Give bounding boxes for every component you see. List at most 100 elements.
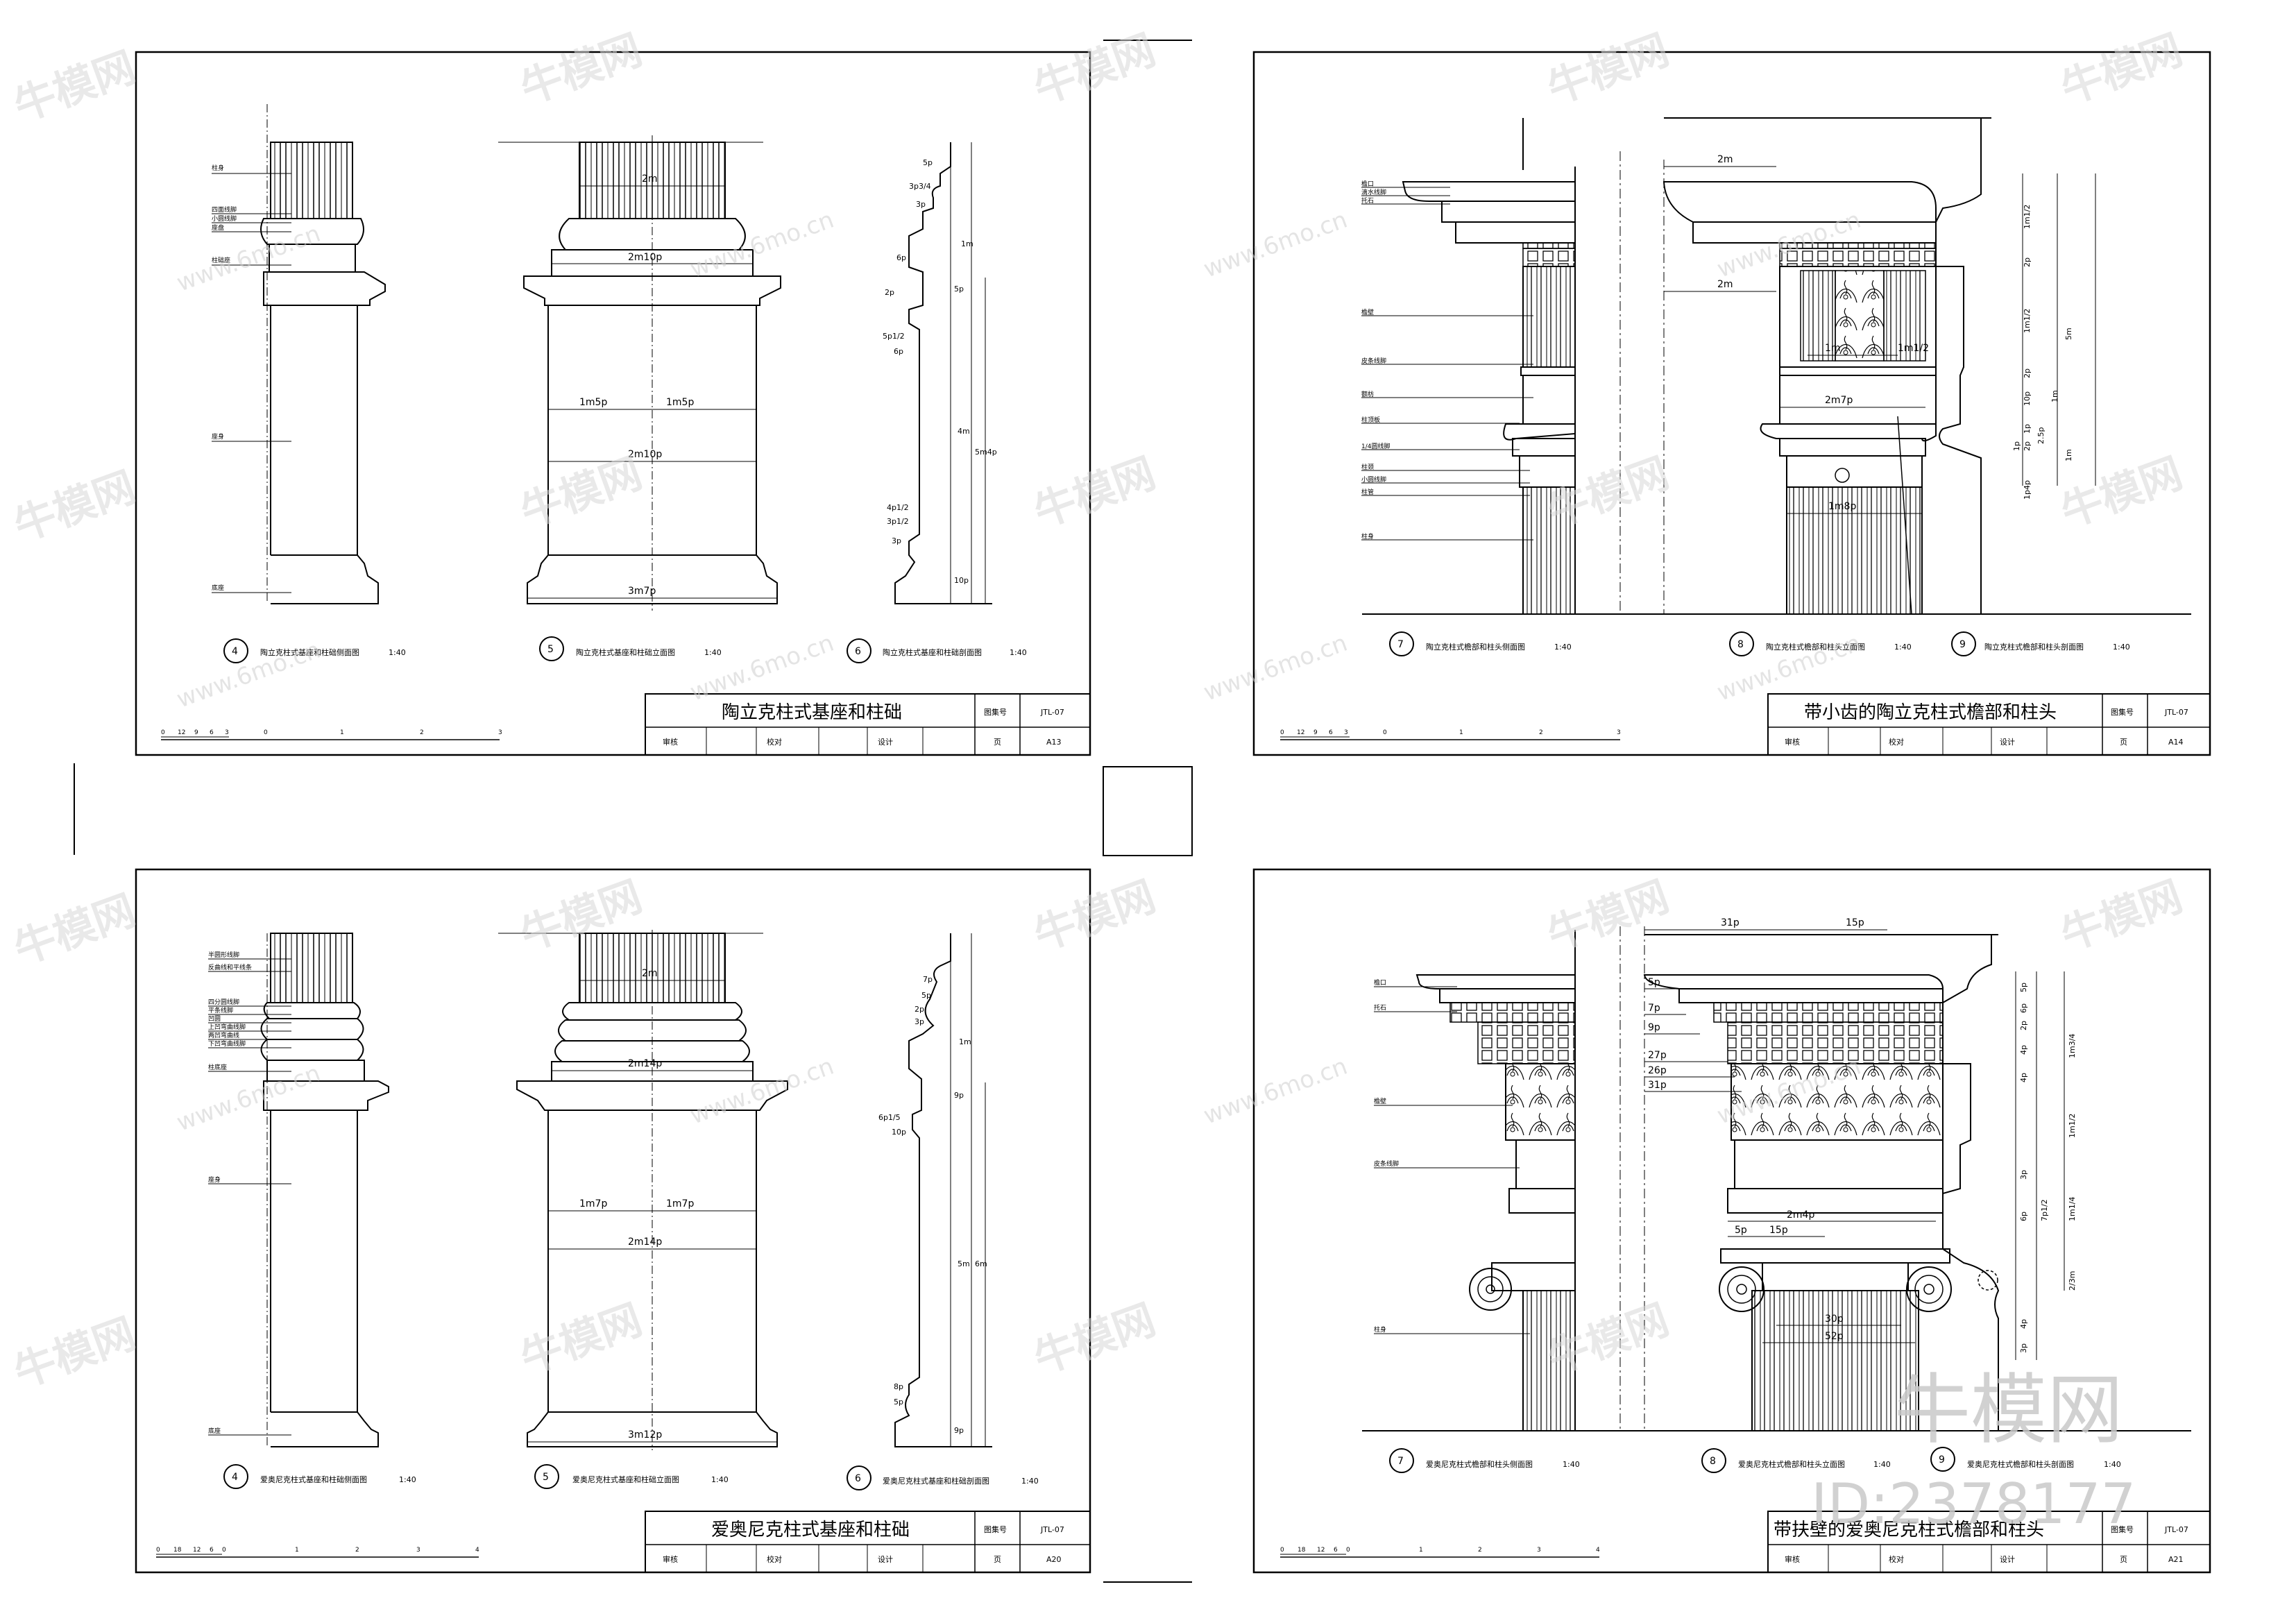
watermark: www.6mo.cn (173, 636, 324, 714)
dim-label: 6p (2019, 1003, 2028, 1013)
dim-label: 2p (2023, 368, 2032, 378)
dim-label: 6p (896, 253, 906, 262)
scale-tick: 0 (161, 729, 165, 736)
page-label: 页 (2120, 1555, 2127, 1564)
scale-tick: 4 (1596, 1547, 1600, 1554)
dim-label: 10p (954, 576, 969, 585)
watermark: 牛模网 (2055, 26, 2188, 114)
scale-tick: 2 (1478, 1547, 1482, 1554)
ionic-entablature-side-view: 檐口 托石 檐壁 皮条线脚 柱身 (1374, 930, 1576, 1431)
design-label: 设计 (878, 738, 893, 747)
dim-label: 9p (954, 1426, 964, 1435)
page-label: 页 (2120, 738, 2127, 747)
review-label: 审核 (1785, 737, 1800, 747)
dim-label: 6p (894, 347, 903, 356)
label: 檐壁 (1361, 308, 1374, 316)
ionic-pedestal-side-view: 半圆形线脚 反曲线和平线条 四分圆线脚 平条线脚 凹圆 上凹弯曲线脚 两凹弯曲线… (208, 933, 389, 1447)
dim-label: 4p (2019, 1319, 2028, 1329)
scale-tick: 1 (340, 729, 344, 736)
dim-label: 1m1/4 (2068, 1197, 2077, 1221)
scale-tick: 18 (1298, 1547, 1306, 1554)
scale-bar: 0 12 9 6 3 0 1 2 3 (1280, 729, 1621, 740)
dim-label: 1m5p (579, 397, 607, 408)
label: 四面线脚 (212, 205, 237, 214)
pedestal-front-view: 2m 2m10p 1m5p 1m5p 2m10p 3m7p (498, 135, 781, 611)
view-caption: 陶立克柱式基座和柱础剖面图 (883, 647, 982, 657)
scale-tick: 2 (420, 729, 424, 736)
dim-label: 1m (1825, 343, 1841, 354)
dim-label: 4p (2019, 1073, 2028, 1082)
page-number: A14 (2168, 738, 2184, 747)
view-caption: 陶立克柱式基座和柱础立面图 (576, 647, 675, 657)
label: 1/4圆线脚 (1361, 442, 1391, 450)
dim-label: 3p (916, 200, 926, 209)
dim-label: 1p4p (2023, 480, 2032, 500)
drawing-no-label: 图集号 (2111, 707, 2134, 717)
design-label: 设计 (878, 1555, 893, 1564)
label: 托石 (1374, 1003, 1386, 1012)
view-scale: 1:40 (2104, 1460, 2121, 1469)
center-box (1103, 766, 1193, 856)
label: 上凹弯曲线脚 (208, 1023, 246, 1031)
watermark: www.6mo.cn (686, 629, 837, 707)
sheet-title: 带扶壁的爱奥尼克柱式檐部和柱头 (1774, 1520, 2044, 1540)
view-caption: 爱奥尼克柱式基座和柱础剖面图 (883, 1476, 989, 1486)
view-caption: 爱奥尼克柱式檐部和柱头立面图 (1738, 1459, 1845, 1469)
dim-label: 26p (1648, 1065, 1667, 1076)
dim-label: 5p (1735, 1225, 1747, 1236)
dim-label: 10p (892, 1128, 906, 1137)
scale-tick: 9 (1313, 729, 1318, 736)
page-number: A13 (1046, 738, 1062, 747)
scale-tick: 0 (222, 1547, 226, 1554)
dim-label: 4p (2019, 1045, 2028, 1055)
watermark: 牛模网 (514, 26, 648, 114)
view-caption: 陶立克柱式檐部和柱头侧面图 (1426, 642, 1525, 652)
view-captions: 4 陶立克柱式基座和柱础侧面图 1:40 5 陶立克柱式基座和柱础立面图 1:4… (223, 636, 1027, 663)
dim-label: 2.5p (2036, 427, 2046, 444)
view-scale: 1:40 (1554, 643, 1572, 652)
sheet-title: 爱奥尼克柱式基座和柱础 (711, 1520, 910, 1540)
scale-tick: 4 (475, 1547, 479, 1554)
dim-label: 5m (958, 1259, 970, 1268)
dim-label: 15p (1769, 1225, 1788, 1236)
dim-label: 5m (2064, 328, 2073, 340)
label: 柱身 (1361, 532, 1374, 541)
view-number: 5 (543, 1472, 549, 1483)
watermark: www.6mo.cn (1200, 629, 1351, 707)
watermark: 牛模网 (514, 1295, 648, 1384)
label: 底座 (208, 1427, 221, 1435)
title-block: 带小齿的陶立克柱式檐部和柱头 图集号 JTL-07 审核 校对 设计 页 A14 (1767, 693, 2211, 756)
label: 柱管 (1361, 488, 1374, 496)
dim-label: 2m (642, 968, 658, 979)
watermark: 牛模网 (514, 449, 648, 537)
title-block: 爱奥尼克柱式基座和柱础 图集号 JTL-07 审核 校对 设计 页 A20 (645, 1511, 1091, 1573)
page-label: 页 (994, 1555, 1001, 1564)
scale-tick: 6 (210, 1547, 214, 1554)
ionic-pedestal-section-view: 7p 5p 2p 3p 1m 9p 6p1/5 10p 5m 6m 8p 5p … (878, 933, 992, 1447)
dim-label: 2m14p (628, 1058, 662, 1069)
view-captions: 7 陶立克柱式檐部和柱头侧面图 1:40 8 陶立克柱式檐部和柱头立面图 1:4… (1389, 631, 2130, 656)
drawing-no: JTL-07 (1040, 1525, 1064, 1534)
dim-label: 6p (2019, 1212, 2028, 1221)
view-scale: 1:40 (1021, 1477, 1039, 1486)
view-scale: 1:40 (389, 648, 406, 657)
label: 檐口 (1374, 978, 1386, 987)
sheet-title: 带小齿的陶立克柱式檐部和柱头 (1804, 702, 2057, 723)
view-number: 8 (1710, 1456, 1716, 1467)
sheet-a21: 檐口 托石 檐壁 皮条线脚 柱身 (1252, 868, 2211, 1574)
label: 半圆形线脚 (208, 951, 239, 959)
label: 反曲线和平线条 (208, 963, 252, 971)
dim-label: 3m12p (628, 1429, 662, 1441)
dim-label: 30p (1825, 1314, 1844, 1325)
view-caption: 爱奥尼克柱式基座和柱础立面图 (572, 1475, 679, 1484)
view-number: 7 (1397, 1456, 1404, 1467)
scale-tick: 18 (173, 1547, 182, 1554)
dim-label: 1m1/2 (1898, 343, 1929, 354)
design-label: 设计 (2000, 738, 2015, 747)
review-label: 审核 (663, 1554, 678, 1564)
dim-label: 1p (2012, 441, 2021, 451)
dim-label: 1p (2023, 424, 2032, 434)
label: 平条线脚 (208, 1006, 233, 1014)
dim-label: 2m4p (1787, 1209, 1814, 1221)
